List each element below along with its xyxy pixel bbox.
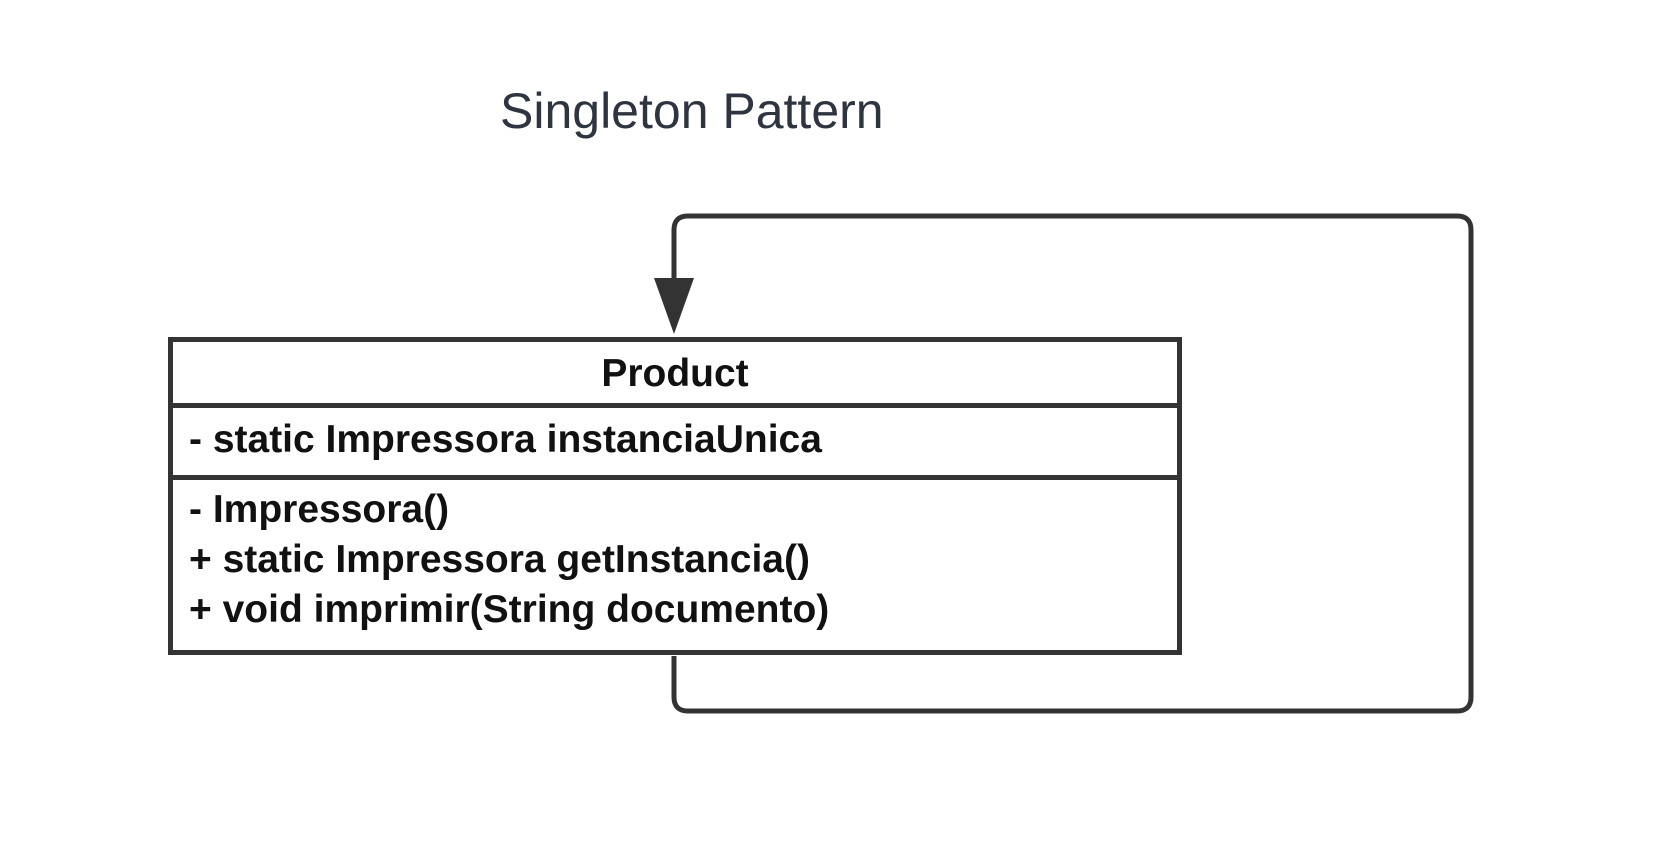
operation-imprimir: + void imprimir(String documento) xyxy=(189,588,830,631)
operations-section: - Impressora() + static Impressora getIn… xyxy=(173,480,1177,635)
operation-constructor: - Impressora() xyxy=(189,488,450,531)
diagram-title: Singleton Pattern xyxy=(500,83,884,139)
attribute-instancia-unica: - static Impressora instanciaUnica xyxy=(189,418,822,461)
class-name: Product xyxy=(173,342,1177,408)
arrowhead-icon xyxy=(654,278,694,334)
self-association-line xyxy=(671,213,1474,714)
uml-class-box[interactable]: Product - static Impressora instanciaUni… xyxy=(168,337,1182,655)
operation-get-instancia: + static Impressora getInstancia() xyxy=(189,538,810,581)
attributes-section: - static Impressora instanciaUnica xyxy=(173,408,1177,480)
